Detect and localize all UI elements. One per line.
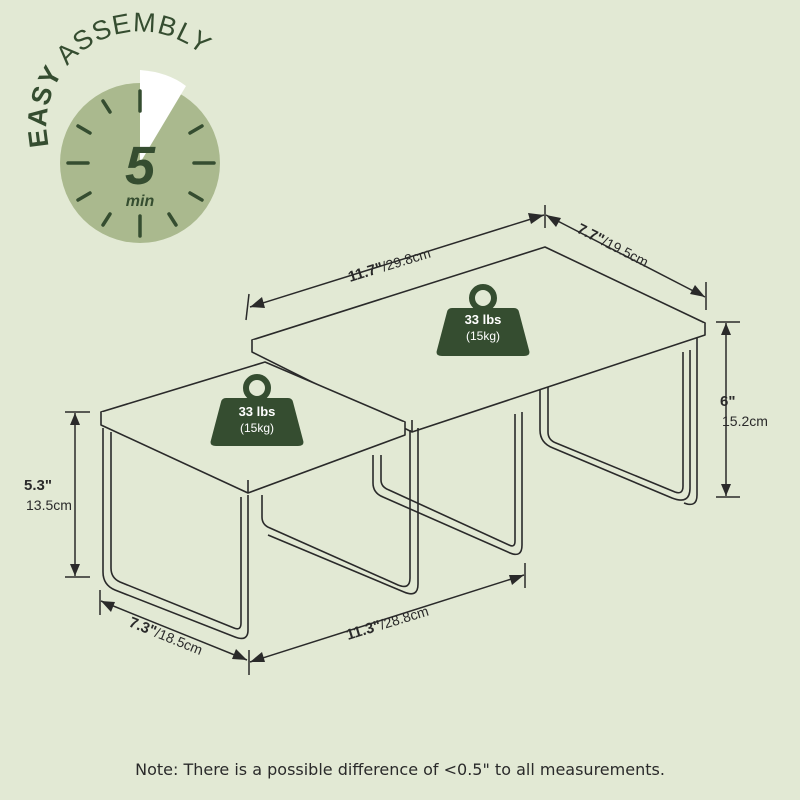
weight-bottom-lbs: 33 lbs xyxy=(239,404,276,419)
weight-top-kg: (15kg) xyxy=(466,329,500,343)
large-table-front-leg xyxy=(372,412,523,556)
large-depth-label: 7.7"/19.5cm xyxy=(574,220,651,270)
easy-assembly-badge: EASY ASSEMBLY 5 min xyxy=(22,7,220,243)
small-height-metric: 13.5cm xyxy=(26,497,72,513)
weight-icon-top: 33 lbs (15kg) xyxy=(436,284,530,356)
large-height-metric: 15.2cm xyxy=(722,413,768,429)
large-width-label: 11.7"/29.8cm xyxy=(346,245,433,286)
clock-ticks xyxy=(66,89,216,238)
large-table-back-leg xyxy=(539,350,691,501)
small-table-front-leg xyxy=(102,428,249,640)
small-height-imperial: 5.3" xyxy=(24,477,52,494)
measurement-note: Note: There is a possible difference of … xyxy=(135,760,665,779)
small-width-label: 11.3"/28.8cm xyxy=(344,603,431,644)
large-table-right-leg xyxy=(683,338,698,506)
clock-highlight-wedge xyxy=(140,70,186,163)
weight-icon-bottom: 33 lbs (15kg) xyxy=(210,374,304,446)
small-table-back-leg xyxy=(261,430,411,588)
badge-unit: min xyxy=(126,193,155,210)
weight-top-lbs: 33 lbs xyxy=(465,312,502,327)
badge-number: 5 xyxy=(125,136,156,196)
weight-bottom-kg: (15kg) xyxy=(240,421,274,435)
dimension-arrowheads xyxy=(70,213,731,662)
large-height-imperial: 6" xyxy=(720,393,735,410)
dimension-lines xyxy=(65,205,740,675)
